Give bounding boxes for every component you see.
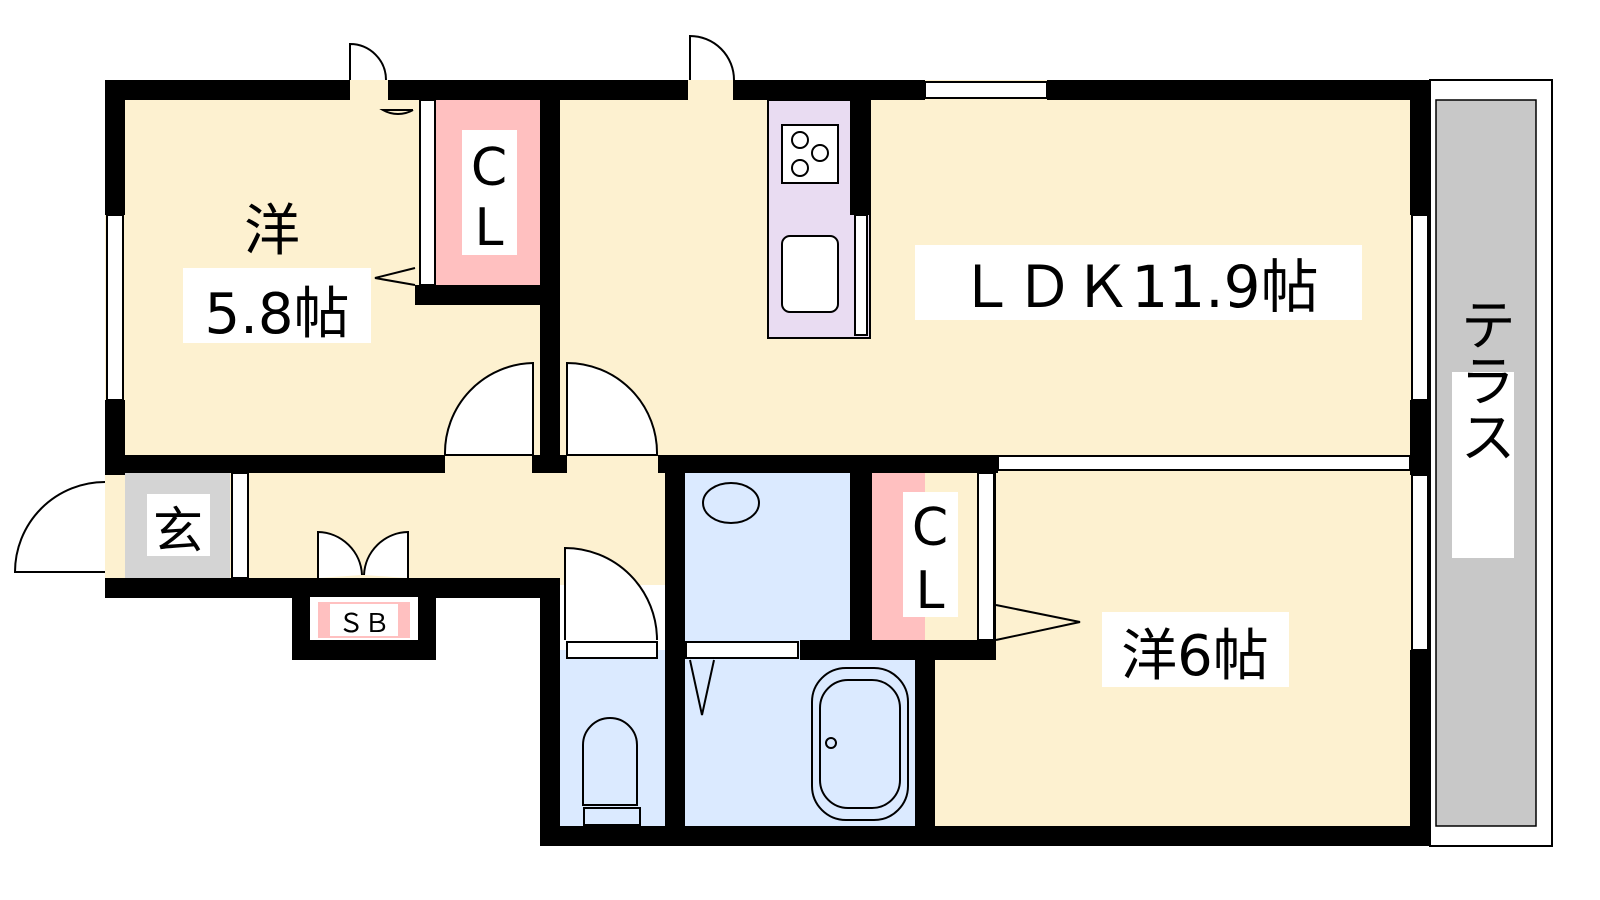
windows xyxy=(106,81,1429,651)
room-western-1-name: 洋 xyxy=(244,199,300,264)
bathtub-icon xyxy=(811,667,909,821)
sink-icon xyxy=(781,235,839,313)
toilet-room xyxy=(555,650,675,840)
room-western-1-size: 5.8帖 xyxy=(204,282,349,347)
washbasin-icon xyxy=(702,482,760,524)
closet-2-l: L xyxy=(916,561,945,621)
entrance-label: 玄 xyxy=(153,502,203,560)
closet-1-l: L xyxy=(475,198,504,258)
fixtures xyxy=(582,124,909,826)
closet-2-c: C xyxy=(912,498,948,558)
doors xyxy=(13,34,1081,716)
closet-1-c: C xyxy=(471,138,507,198)
washroom xyxy=(670,465,860,655)
toilet-icon xyxy=(582,717,641,826)
ldk-label: ＬＤＫ11.9帖 xyxy=(957,253,1318,321)
bathroom xyxy=(675,650,925,840)
shoe-box-label: ＳＢ xyxy=(338,609,390,639)
walls xyxy=(105,80,1430,846)
stove-icon xyxy=(781,124,839,184)
terrace-label: テラス xyxy=(1451,296,1516,464)
room-western-2-label: 洋6帖 xyxy=(1121,624,1269,689)
